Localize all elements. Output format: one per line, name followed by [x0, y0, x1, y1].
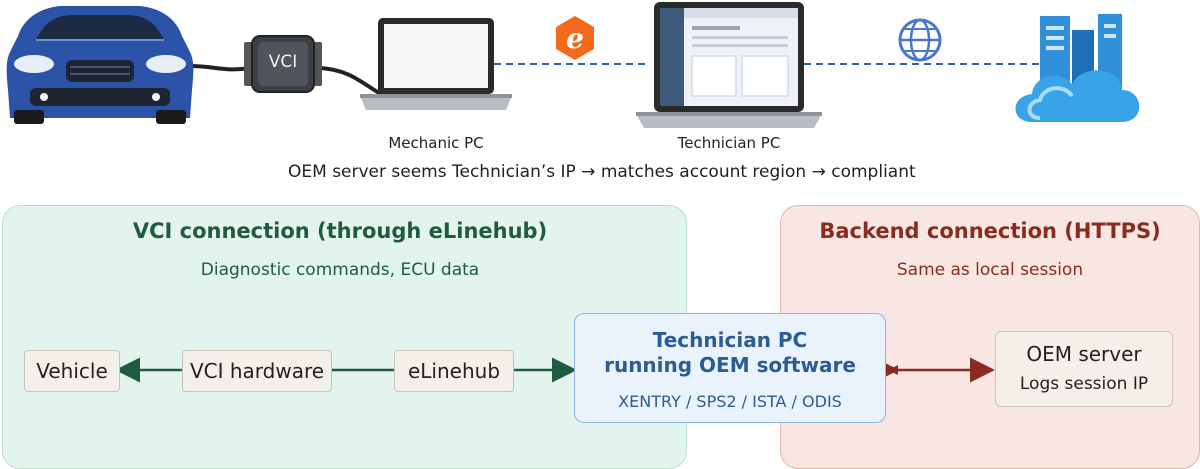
vci-panel-subtitle: Diagnostic commands, ECU data: [200, 260, 480, 280]
elinehub-logo-icon: e: [556, 16, 594, 60]
laptop-icon: [360, 18, 512, 110]
oem-server-box: OEM server Logs session IP: [995, 331, 1173, 407]
globe-icon: [898, 18, 942, 62]
vci-device-label: VCI: [268, 52, 298, 72]
svg-text:e: e: [566, 22, 584, 55]
oem-software-title: running OEM software: [604, 353, 856, 377]
mechanic-pc-label: Mechanic PC: [388, 134, 484, 152]
technician-pc-title: Technician PC: [652, 328, 808, 352]
software-list: XENTRY / SPS2 / ISTA / ODIS: [618, 392, 842, 411]
vci-hardware-node: VCI hardware: [182, 350, 332, 392]
oem-server-title: OEM server: [1026, 342, 1142, 366]
backend-panel-subtitle: Same as local session: [896, 260, 1084, 280]
laptop-icon: [636, 2, 822, 128]
backend-panel-title: Backend connection (HTTPS): [819, 219, 1161, 243]
technician-pc-box: Technician PC running OEM software XENTR…: [574, 313, 886, 423]
flow-note: OEM server seems Technician’s IP → match…: [288, 162, 916, 182]
vci-connection-panel: [2, 205, 687, 469]
top-illustration: e: [6, 2, 1140, 128]
vci-device-icon: [244, 35, 322, 93]
car-icon: [6, 6, 194, 124]
vci-panel-title: VCI connection (through eLinehub): [132, 219, 548, 243]
technician-pc-label: Technician PC: [677, 134, 781, 152]
vehicle-node: Vehicle: [24, 350, 120, 392]
cloud-server-icon: [1015, 14, 1140, 122]
oem-server-subtitle: Logs session IP: [1019, 374, 1149, 394]
elinehub-node: eLinehub: [394, 350, 514, 392]
